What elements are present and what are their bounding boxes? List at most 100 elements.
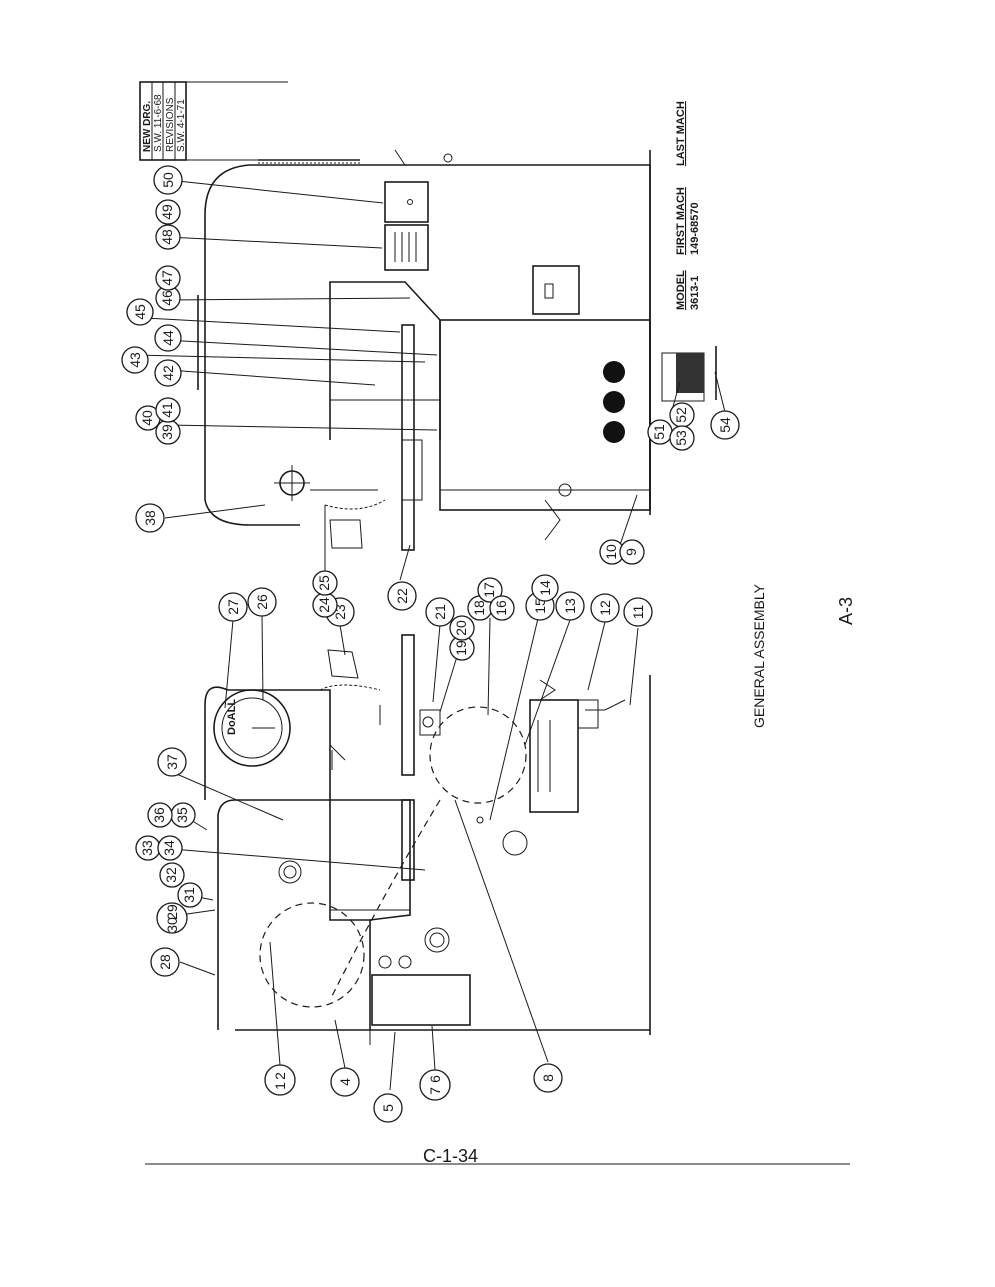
svg-text:28: 28	[157, 954, 173, 970]
svg-text:54: 54	[717, 417, 733, 433]
svg-text:53: 53	[673, 430, 689, 446]
callout-39: 39	[155, 419, 181, 445]
callout-33: 33	[135, 835, 161, 861]
callout-34: 34	[157, 835, 183, 861]
callout-31: 31	[177, 882, 203, 908]
svg-text:20: 20	[453, 620, 469, 636]
svg-text:37: 37	[164, 754, 180, 770]
callout-52: 52	[669, 402, 695, 428]
svg-text:50: 50	[160, 172, 176, 188]
callout-19: 19	[449, 635, 475, 661]
svg-text:10: 10	[603, 544, 619, 560]
svg-text:4: 4	[337, 1078, 353, 1086]
callout-16: 16	[489, 595, 515, 621]
model-header: MODEL	[675, 270, 687, 310]
callout-8: 8	[533, 1063, 563, 1093]
svg-text:19: 19	[453, 640, 469, 656]
callout-2-1: 2 1	[264, 1064, 296, 1096]
callout-49: 49	[155, 199, 181, 225]
callout-47: 47	[155, 265, 181, 291]
callout-41: 41	[155, 397, 181, 423]
callout-36: 36	[147, 802, 173, 828]
svg-text:12: 12	[597, 600, 613, 616]
svg-text:18: 18	[471, 600, 487, 616]
svg-text:25: 25	[316, 575, 332, 591]
svg-text:17: 17	[481, 582, 497, 598]
callout-14: 14	[531, 574, 559, 602]
callout-48: 48	[155, 224, 181, 250]
svg-text:35: 35	[174, 807, 190, 823]
first-mach-value: 149-68570	[689, 202, 701, 255]
callout-53: 53	[669, 425, 695, 451]
callout-25: 25	[312, 570, 338, 596]
svg-text:32: 32	[163, 867, 179, 883]
callout-5: 5	[373, 1093, 403, 1123]
svg-text:39: 39	[159, 424, 175, 440]
callout-28: 28	[150, 947, 180, 977]
svg-text:9: 9	[623, 548, 639, 556]
svg-text:52: 52	[673, 407, 689, 423]
svg-text:8: 8	[540, 1074, 556, 1082]
svg-text:42: 42	[160, 365, 176, 381]
front-view: DoALL	[204, 634, 651, 1045]
svg-text:34: 34	[161, 840, 177, 856]
callout-29-30: 29 30	[156, 902, 188, 934]
svg-text:51: 51	[651, 424, 667, 440]
callout-9: 9	[619, 539, 645, 565]
svg-text:5: 5	[380, 1104, 396, 1112]
sheet-id: A-3	[836, 597, 856, 625]
title-date-2: S.W. 4-1-71	[176, 99, 187, 152]
callout-21: 21	[425, 597, 455, 627]
callout-43: 43	[121, 346, 149, 374]
svg-text:47: 47	[159, 270, 175, 286]
callout-37: 37	[157, 747, 187, 777]
svg-text:44: 44	[160, 330, 176, 346]
svg-text:16: 16	[493, 600, 509, 616]
svg-text:13: 13	[562, 598, 578, 614]
callout-54: 54	[710, 410, 740, 440]
svg-text:33: 33	[139, 840, 155, 856]
callout-11: 11	[623, 597, 653, 627]
title-block: NEW DRG. S.W. 11-6-68 REVISIONS S.W. 4-1…	[139, 81, 288, 161]
callout-10: 10	[599, 539, 625, 565]
title-date-1: S.W. 11-6-68	[153, 94, 164, 152]
svg-text:43: 43	[127, 352, 143, 368]
callout-24: 24	[312, 592, 338, 618]
leader-lines	[134, 179, 726, 1091]
caption-general-assembly: GENERAL ASSEMBLY	[751, 583, 767, 728]
callout-27: 27	[218, 592, 248, 622]
callout-26: 26	[247, 587, 277, 617]
svg-text:48: 48	[159, 229, 175, 245]
svg-text:45: 45	[132, 304, 148, 320]
svg-text:24: 24	[316, 597, 332, 613]
title-new-drg: NEW DRG.	[142, 101, 153, 152]
svg-text:27: 27	[225, 599, 241, 615]
svg-text:1: 1	[272, 1082, 288, 1090]
side-view	[197, 149, 717, 551]
svg-text:30: 30	[164, 917, 180, 933]
svg-text:26: 26	[254, 594, 270, 610]
callout-20: 20	[449, 615, 475, 641]
svg-text:21: 21	[432, 604, 448, 620]
svg-text:11: 11	[630, 605, 646, 620]
svg-text:6: 6	[427, 1075, 443, 1083]
svg-text:7: 7	[427, 1087, 443, 1095]
svg-text:2: 2	[272, 1072, 288, 1080]
svg-text:38: 38	[142, 510, 158, 526]
callout-35: 35	[170, 802, 196, 828]
model-value: 3613-1	[689, 276, 701, 310]
title-revisions: REVISIONS	[165, 97, 176, 152]
svg-text:46: 46	[159, 290, 175, 306]
callout-32: 32	[159, 862, 185, 888]
callouts: 2 1 4 5 6 7 8 28 29 30	[121, 165, 740, 1123]
dial-label: DoALL	[226, 699, 238, 735]
callout-50: 50	[153, 165, 183, 195]
callout-22: 22	[387, 581, 417, 611]
svg-text:14: 14	[537, 580, 553, 596]
model-table: MODEL FIRST MACH LAST MACH 3613-1 149-68…	[675, 101, 701, 310]
callout-13: 13	[555, 591, 585, 621]
first-mach-header: FIRST MACH	[675, 187, 687, 255]
svg-text:49: 49	[159, 204, 175, 220]
drawing-number: C-1-34	[423, 1146, 478, 1166]
